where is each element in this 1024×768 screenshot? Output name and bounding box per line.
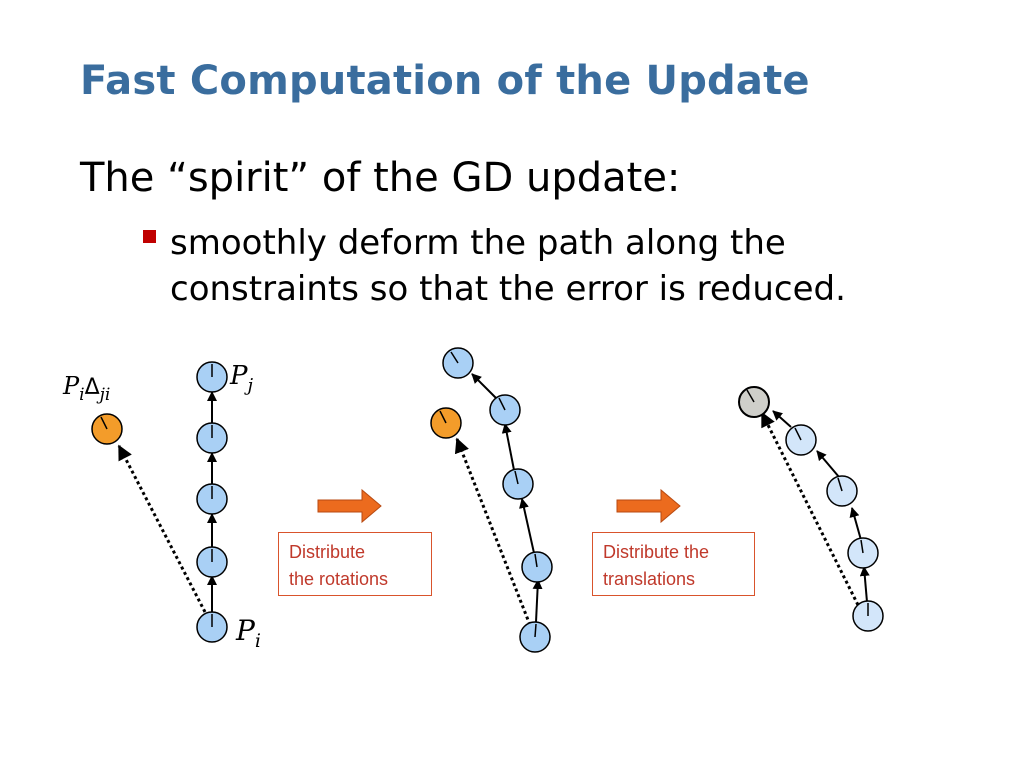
step-box-line-1: Distribute the — [603, 542, 710, 562]
label-pj: Pj — [229, 361, 254, 396]
distribute-rotations-box: Distribute the rotations — [278, 532, 432, 596]
panel-rotations — [430, 347, 553, 653]
pose-node — [196, 483, 228, 515]
panel-initial: Pj Pi PiΔji — [62, 361, 261, 652]
pose-node — [852, 600, 884, 632]
target-node — [430, 407, 462, 439]
edge-arrow — [519, 498, 535, 554]
distribute-translations-box: Distribute the translations — [592, 532, 755, 596]
label-pi-delta-ji: PiΔji — [62, 372, 110, 405]
pose-node — [489, 394, 521, 426]
edge-arrow — [772, 410, 792, 428]
edge-arrow — [501, 423, 515, 471]
bullet-line-1: smoothly deform the path along the — [170, 223, 786, 263]
merged-target-node — [738, 386, 770, 418]
edge-arrow — [859, 566, 870, 603]
pose-node — [502, 468, 534, 500]
bullet-square-icon — [143, 230, 156, 243]
pose-node — [196, 422, 228, 454]
step-arrow-icon — [317, 488, 382, 524]
label-pi: Pi — [235, 614, 261, 652]
constraint-line — [117, 444, 207, 613]
pose-node — [826, 475, 858, 507]
pose-node — [521, 551, 553, 583]
pose-node — [519, 621, 551, 653]
edge-arrow — [849, 507, 862, 541]
pose-node — [442, 347, 474, 379]
edge-arrow — [532, 579, 543, 623]
edge-arrow — [816, 450, 840, 478]
constraint-line — [454, 437, 532, 626]
pose-node — [196, 546, 228, 578]
pose-node — [847, 537, 879, 569]
pose-node — [785, 424, 817, 456]
bullet-text: smoothly deform the path along the const… — [170, 220, 846, 312]
lead-text: The “spirit” of the GD update: — [80, 155, 681, 201]
slide-title: Fast Computation of the Update — [80, 58, 810, 104]
step-box-line-2: translations — [603, 569, 696, 589]
pose-node — [196, 361, 228, 393]
step-box-line-2: the rotations — [289, 569, 389, 589]
step-arrow-icon — [616, 488, 681, 524]
bullet-line-2: constraints so that the error is reduced… — [170, 269, 846, 309]
panel-translations — [738, 386, 884, 632]
edge-arrow — [471, 373, 497, 399]
pose-node — [196, 611, 228, 643]
target-node — [91, 413, 123, 445]
step-box-line-1: Distribute — [289, 542, 366, 562]
